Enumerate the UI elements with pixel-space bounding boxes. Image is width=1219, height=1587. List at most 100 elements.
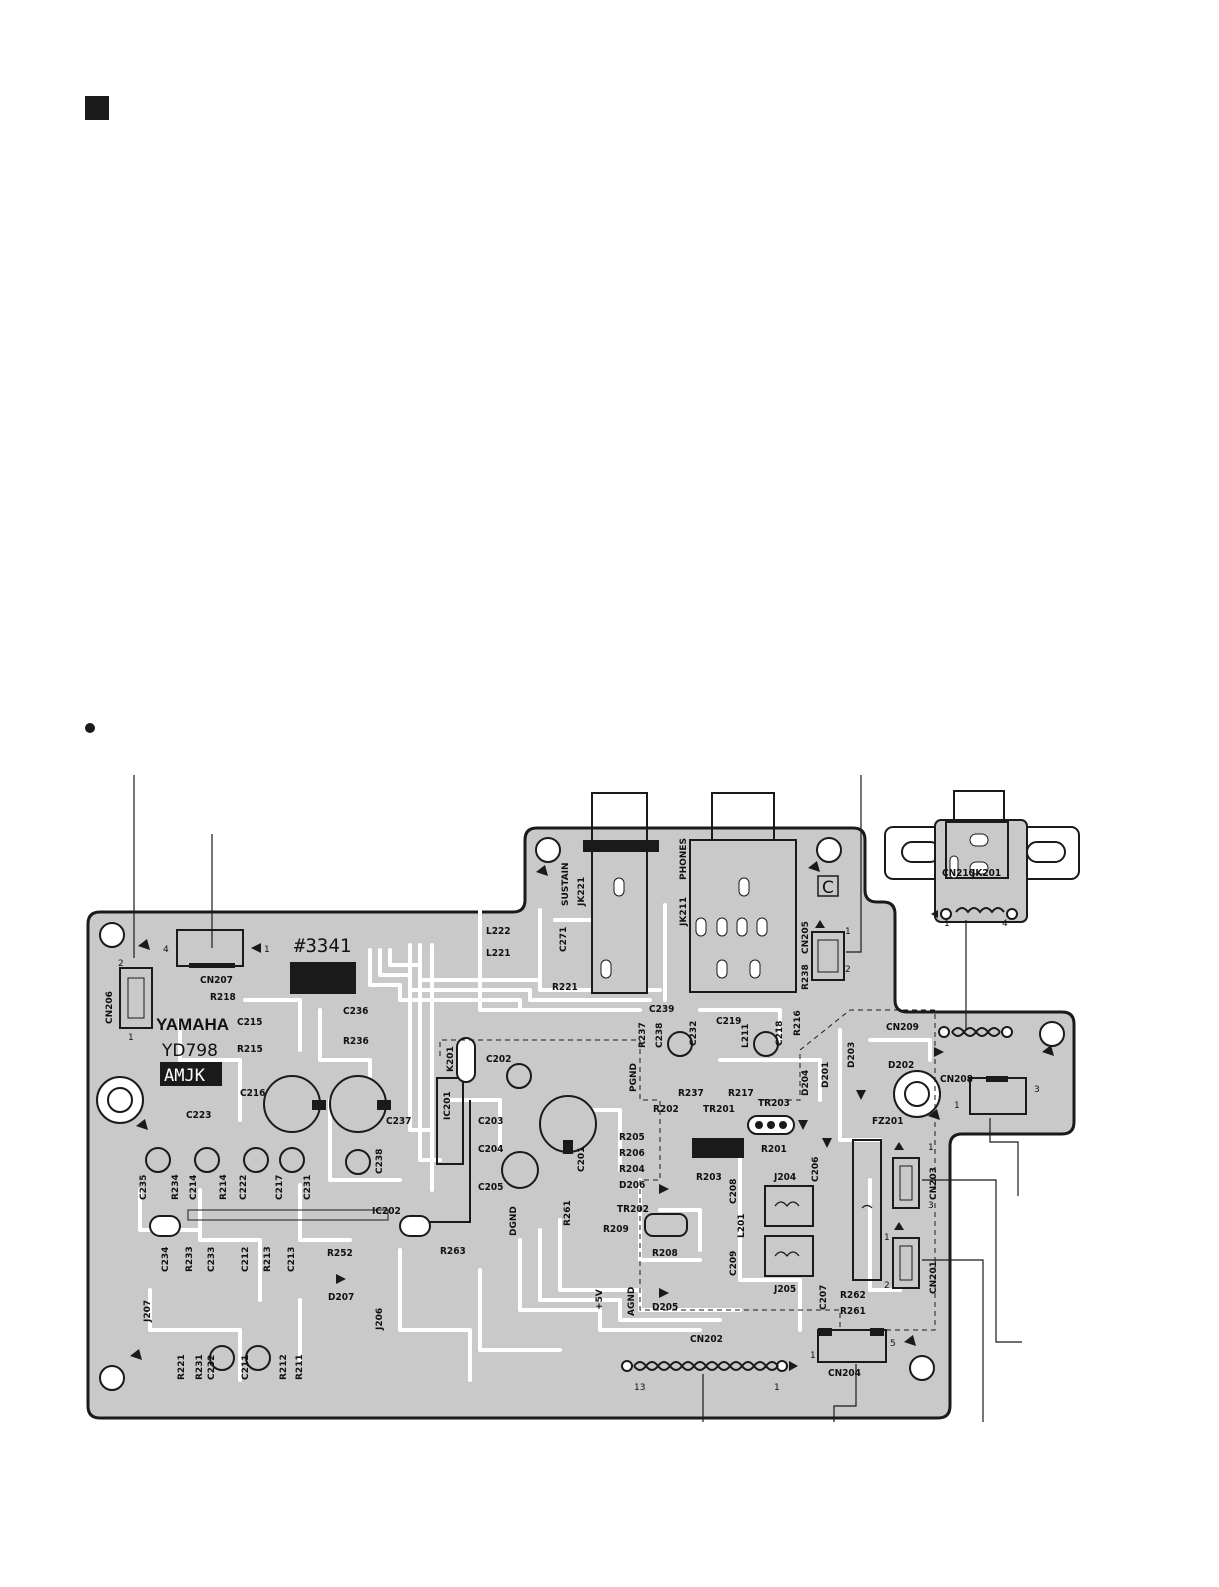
pattern-block [290,962,356,994]
label-pgnd: PGND [629,1063,639,1092]
label-c221: C222 [239,1175,249,1200]
label-c222: C223 [186,1110,211,1121]
svg-text:13: 13 [634,1383,645,1393]
svg-text:2: 2 [118,959,124,969]
label-r208: R208 [652,1248,678,1259]
model-label: YD798 [161,1041,218,1061]
label-d205: D205 [652,1302,678,1313]
label-r236: R237 [638,1022,648,1048]
section-marker [85,96,109,120]
capacitor-c236 [329,1075,391,1133]
label-l201: L201 [737,1213,747,1238]
label-c239: C239 [649,1004,674,1015]
label-c218: C218 [775,1021,785,1046]
label-r251: R261 [840,1306,866,1317]
label-j205: J205 [773,1284,796,1295]
label-jk201: JK201 [971,868,1001,879]
label-sustain: SUSTAIN [561,862,571,906]
label-cn203: CN203 [929,1167,939,1200]
component-labels: #3341 YAMAHA YD798 AMJK C CN207 CN206 R2… [105,838,1001,1380]
label-j204: J204 [773,1172,796,1183]
brand-label: YAMAHA [156,1015,229,1034]
label-c208: C208 [729,1179,739,1204]
label-cn209: CN209 [886,1022,919,1033]
label-c217: C217 [275,1175,285,1200]
svg-text:3: 3 [928,1201,934,1211]
screw-marks [130,861,1054,1360]
label-r233: R233 [185,1246,195,1272]
label-r262: R261 [563,1200,573,1226]
label-cn205: CN205 [801,921,811,954]
label-dgnd: DGND [509,1206,519,1236]
ic202 [149,1100,471,1237]
label-j207: J207 [143,1300,153,1323]
label-r237: R237 [678,1088,704,1099]
label-r235: R236 [343,1036,369,1047]
label-c205: C205 [478,1182,503,1193]
label-r231: R221 [177,1354,187,1380]
label-d201: D201 [821,1062,831,1088]
svg-text:1: 1 [954,1101,960,1111]
tr203 [747,1115,795,1135]
label-r212: R212 [279,1354,289,1380]
label-c201b: C201 [577,1147,587,1172]
label-ic201: IC201 [443,1091,453,1120]
svg-text:4: 4 [1002,919,1008,929]
label-c214: C214 [189,1175,199,1200]
label-r252: R262 [840,1290,866,1301]
pin-numbers: 4 1 2 1 1 2 1 3 1 3 1 2 13 1 1 5 1 4 [118,919,1040,1393]
label-c271: C271 [559,927,569,952]
label-r202: R202 [653,1104,679,1115]
label-c238: C238 [655,1023,665,1048]
connector-cn203 [892,1142,920,1209]
label-c234: C235 [139,1175,149,1200]
label-tr203: TR203 [758,1098,790,1109]
connector-cn201 [892,1222,920,1289]
small-capacitors [145,1031,779,1371]
label-c232: C233 [207,1247,217,1272]
label-cn201: CN201 [929,1261,939,1294]
label-c202: C202 [486,1054,511,1065]
label-tr201: TR201 [703,1104,735,1115]
connector-cn202 [621,1360,798,1372]
label-d206: D206 [619,1180,645,1191]
label-cn208: CN208 [940,1074,973,1085]
label-jk221: JK221 [577,877,587,907]
label-c215: C215 [237,1017,262,1028]
label-j206: J206 [375,1308,385,1331]
label-r234: R234 [171,1174,181,1200]
label-c211: C211 [241,1355,251,1380]
label-r206: R206 [619,1148,645,1159]
label-l211: L211 [741,1023,751,1048]
label-fz201: FZ201 [872,1116,903,1127]
label-r218: R218 [210,992,236,1003]
svg-text:1: 1 [944,919,950,929]
tr201 [692,1138,744,1158]
label-c223: C231 [303,1175,313,1200]
copper-traces [138,903,932,1382]
svg-text:4: 4 [163,945,169,955]
diode-marks [336,1047,944,1298]
fz201 [852,1139,882,1281]
label-r211: R211 [295,1354,305,1380]
label-c236: C237 [386,1116,411,1127]
label-c231b: C232 [689,1021,699,1046]
connector-cn207 [176,929,261,968]
label-r214: R214 [219,1174,229,1200]
label-r203: R203 [696,1172,722,1183]
bullet-marker [85,723,95,733]
label-r238: R238 [801,964,811,990]
label-c206: C206 [811,1157,821,1182]
label-r205: R205 [619,1132,645,1143]
label-r261: R252 [327,1248,353,1259]
svg-text:5: 5 [890,1339,896,1349]
label-c207: C207 [819,1285,829,1310]
variant-block [160,1062,222,1086]
label-c213: C213 [287,1247,297,1272]
label-r213: R213 [263,1246,273,1272]
label-r216: R216 [793,1010,803,1036]
label-r215: R215 [237,1044,263,1055]
label-c219: C219 [716,1016,741,1027]
jack-bracket [884,790,1080,923]
label-c204: C204 [478,1144,503,1155]
